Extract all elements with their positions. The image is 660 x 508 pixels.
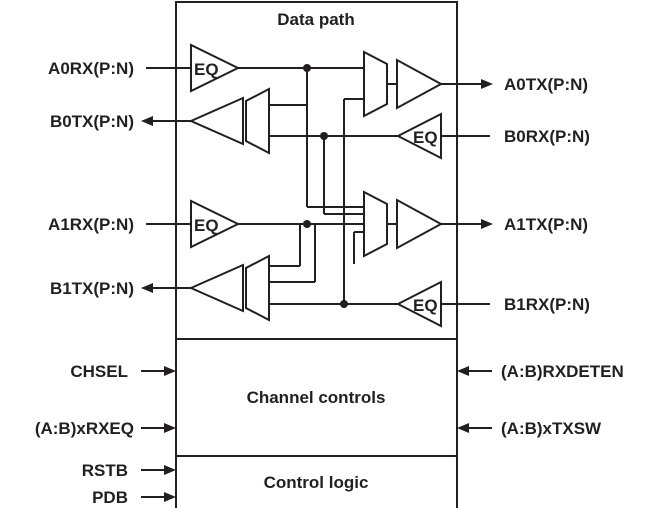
data-path-title: Data path (277, 10, 354, 29)
label-xtxsw: (A:B)xTXSW (501, 419, 602, 438)
equalizer-b1: EQ (395, 280, 442, 328)
label-a0tx: A0TX(P:N) (504, 75, 588, 94)
label-a0rx: A0RX(P:N) (48, 59, 134, 78)
pin-arrows (141, 79, 493, 502)
signal-labels: A0RX(P:N) B0TX(P:N) A1RX(P:N) B1TX(P:N) … (35, 59, 624, 507)
svg-text:EQ: EQ (413, 128, 438, 147)
equalizer-a0: EQ (190, 43, 241, 93)
label-a1rx: A1RX(P:N) (48, 215, 134, 234)
mux-b0tx (245, 87, 270, 155)
control-logic-block: Control logic (175, 455, 458, 508)
driver-a0tx (396, 58, 444, 110)
svg-text:EQ: EQ (194, 60, 219, 79)
internal-wiring (146, 67, 490, 305)
label-chsel: CHSEL (70, 362, 128, 381)
label-pdb: PDB (92, 488, 128, 507)
label-b1rx: B1RX(P:N) (504, 295, 590, 314)
channel-controls-title: Channel controls (247, 388, 386, 407)
label-rxdeten: (A:B)RXDETEN (501, 362, 624, 381)
equalizer-a1: EQ (190, 199, 241, 249)
driver-a1tx (396, 198, 444, 250)
svg-text:EQ: EQ (413, 296, 438, 315)
driver-b1tx (188, 263, 244, 313)
mux-b1tx (245, 254, 270, 322)
label-xrxeq: (A:B)xRXEQ (35, 419, 134, 438)
driver-b0tx (188, 96, 244, 146)
label-a1tx: A1TX(P:N) (504, 215, 588, 234)
mux-a0tx (363, 50, 388, 118)
label-b0rx: B0RX(P:N) (504, 127, 590, 146)
channel-controls-block: Channel controls (175, 338, 458, 457)
label-b1tx: B1TX(P:N) (50, 279, 134, 298)
control-logic-title: Control logic (264, 473, 369, 492)
equalizer-b0: EQ (395, 112, 442, 160)
label-rstb: RSTB (82, 461, 128, 480)
junction-dots (303, 64, 348, 308)
svg-text:EQ: EQ (194, 216, 219, 235)
mux-a1tx (363, 190, 388, 258)
label-b0tx: B0TX(P:N) (50, 112, 134, 131)
